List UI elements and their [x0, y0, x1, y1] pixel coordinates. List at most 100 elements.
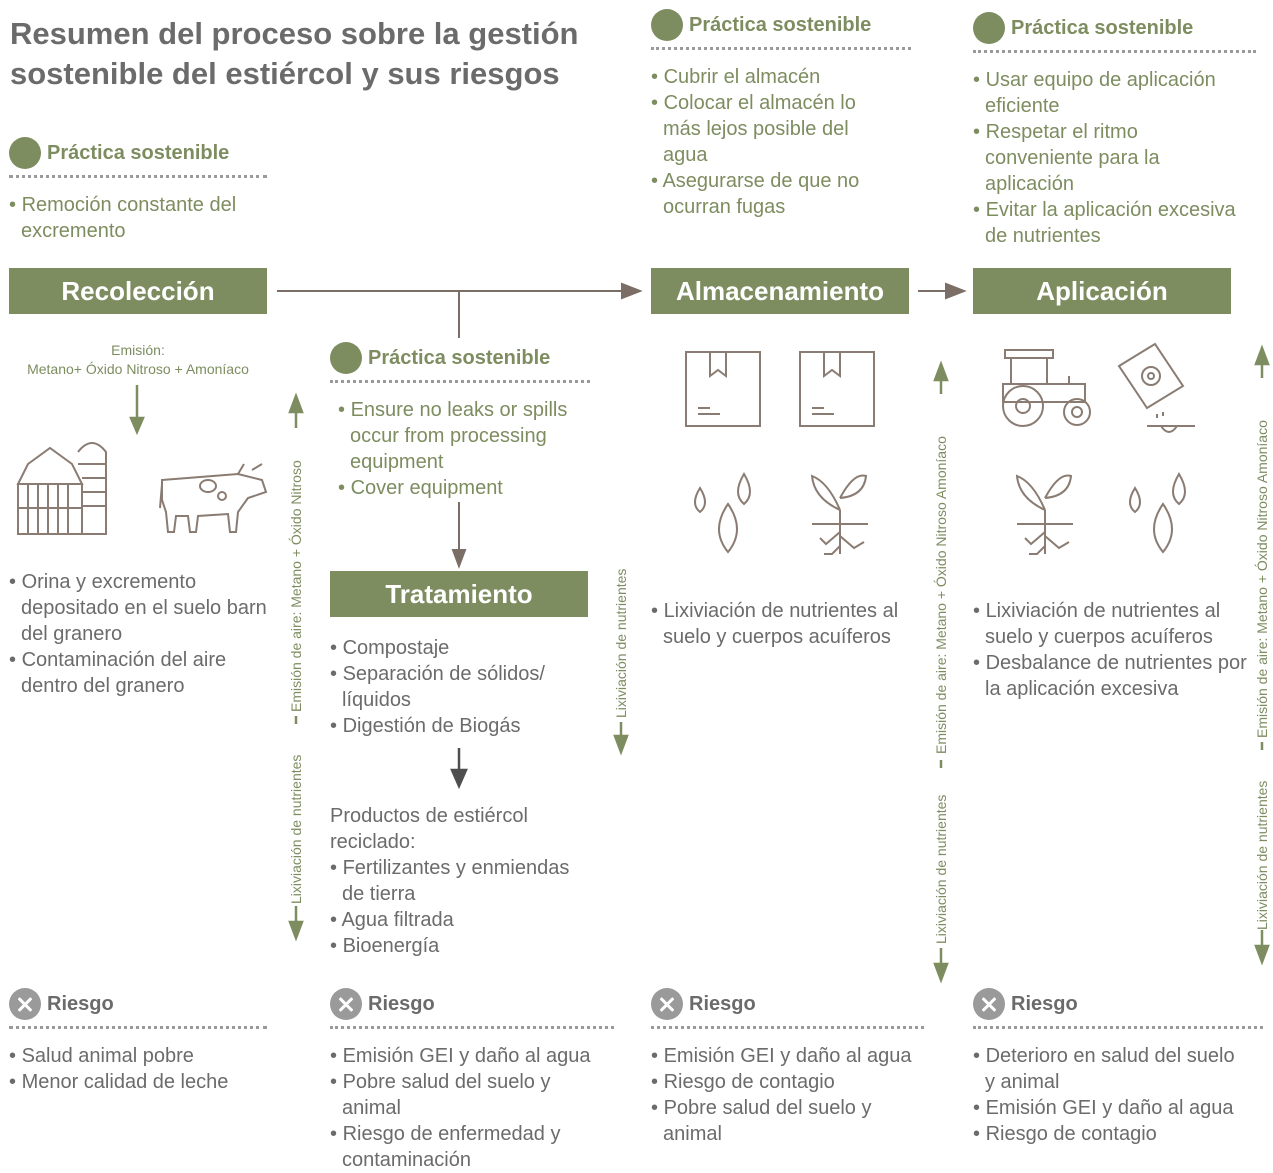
aplicacion-icons	[1002, 342, 1195, 555]
products-heading: Productos de estiércol reciclado:	[330, 805, 528, 853]
practice-item: Asegurarse de que no ocurran fugas	[651, 168, 871, 220]
divider	[330, 380, 590, 383]
leaf-dot-icon	[330, 342, 362, 374]
cow-icon	[159, 463, 268, 533]
page-title: Resumen del proceso sobre la gestión sos…	[10, 16, 579, 91]
side-label-leach: Lixiviación de nutrientes	[288, 754, 304, 904]
divider	[973, 1026, 1263, 1029]
risk-list: Deterioro en salud del suelo y animal Em…	[973, 1043, 1241, 1147]
stage-box-almacenamiento: Almacenamiento	[651, 268, 909, 314]
almacenamiento-icons	[685, 351, 875, 555]
risk-tag: Riesgo	[9, 988, 267, 1020]
practice-item: Colocar el almacén lo más lejos posible …	[651, 90, 871, 168]
practice-item: Cubrir el almacén	[651, 64, 871, 90]
risk-item: Riesgo de contagio	[651, 1069, 916, 1095]
method-item: Compostaje	[330, 635, 590, 661]
practice-list: Ensure no leaks or spills occur from pro…	[330, 397, 590, 501]
x-circle-icon	[330, 988, 362, 1020]
emission-note: Emisión: Metano+ Óxido Nitroso + Amoníac…	[0, 341, 276, 379]
storage-box-icon	[799, 351, 875, 427]
method-item: Digestión de Biogás	[330, 713, 590, 739]
side-label-leach: Lixiviación de nutrientes	[613, 568, 629, 718]
practice-tag: Práctica sostenible	[651, 9, 911, 41]
aplicacion-impacts: Lixiviación de nutrientes al suelo y cue…	[973, 598, 1248, 702]
plant-roots-icon	[810, 474, 868, 555]
divider	[9, 175, 267, 178]
practice-item: Ensure no leaks or spills occur from pro…	[338, 397, 590, 475]
aplicacion-practice-block: Práctica sostenible Usar equipo de aplic…	[973, 12, 1256, 249]
divider	[973, 50, 1256, 53]
storage-box-icon	[685, 351, 761, 427]
water-drops-icon	[1129, 472, 1186, 554]
risk-label: Riesgo	[368, 992, 435, 1015]
product-item: Agua filtrada	[330, 907, 570, 933]
risk-label: Riesgo	[47, 992, 114, 1015]
risk-item: Pobre salud del suelo y animal	[651, 1095, 916, 1147]
recoleccion-icons	[16, 385, 268, 535]
practice-list: Cubrir el almacén Colocar el almacén lo …	[651, 64, 871, 220]
water-drops-icon	[694, 472, 751, 554]
barn-icon	[16, 442, 107, 535]
risk-label: Riesgo	[1011, 992, 1078, 1015]
product-item: Bioenergía	[330, 933, 570, 959]
recoleccion-risk-block: Riesgo Salud animal pobre Menor calidad …	[9, 988, 267, 1095]
divider	[651, 1026, 924, 1029]
practice-label: Práctica sostenible	[368, 346, 551, 369]
side-label-leach: Lixiviación de nutrientes	[933, 794, 949, 944]
side-label-air: Emisión de aire: Metano + Óxido Nitroso	[288, 460, 304, 712]
practice-list: Usar equipo de aplicación eficiente Resp…	[973, 67, 1248, 249]
tratamiento-practice-block: Práctica sostenible Ensure no leaks or s…	[330, 342, 590, 501]
almacenamiento-impacts: Lixiviación de nutrientes al suelo y cue…	[651, 598, 916, 650]
recoleccion-practice-block: Práctica sostenible Remoción constante d…	[9, 137, 267, 244]
risk-item: Pobre salud del suelo y animal	[330, 1069, 600, 1121]
arrowhead	[451, 549, 467, 569]
divider	[651, 47, 911, 50]
risk-list: Emisión GEI y daño al agua Riesgo de con…	[651, 1043, 916, 1147]
plant-roots-icon	[1015, 474, 1073, 555]
x-circle-icon	[973, 988, 1005, 1020]
risk-tag: Riesgo	[330, 988, 614, 1020]
practice-list: Remoción constante del excremento	[9, 192, 267, 244]
aplicacion-risk-block: Riesgo Deterioro en salud del suelo y an…	[973, 988, 1263, 1147]
arrowhead	[945, 282, 967, 300]
risk-item: Menor calidad de leche	[9, 1069, 267, 1095]
arrowhead	[450, 768, 468, 790]
impact-item: Desbalance de nutrientes por la aplicaci…	[973, 650, 1248, 702]
almacenamiento-risk-block: Riesgo Emisión GEI y daño al agua Riesgo…	[651, 988, 924, 1147]
impact-item: Contaminación del aire dentro del graner…	[9, 647, 267, 699]
practice-item: Cover equipment	[338, 475, 590, 501]
practice-label: Práctica sostenible	[1011, 16, 1194, 39]
emission-text: Metano+ Óxido Nitroso + Amoníaco	[27, 361, 249, 377]
divider	[9, 1026, 267, 1029]
x-circle-icon	[9, 988, 41, 1020]
practice-item: Evitar la aplicación excesiva de nutrien…	[973, 197, 1248, 249]
risk-item: Salud animal pobre	[9, 1043, 267, 1069]
products-list: Fertilizantes y enmiendas de tierra Agua…	[330, 855, 570, 959]
stage-box-recoleccion: Recolección	[9, 268, 267, 314]
practice-label: Práctica sostenible	[689, 13, 872, 36]
risk-tag: Riesgo	[973, 988, 1263, 1020]
tratamiento-risk-block: Riesgo Emisión GEI y daño al agua Pobre …	[330, 988, 614, 1173]
method-item: Separación de sólidos/ líquidos	[330, 661, 590, 713]
risk-label: Riesgo	[689, 992, 756, 1015]
almacenamiento-practice-block: Práctica sostenible Cubrir el almacén Co…	[651, 9, 911, 220]
risk-item: Riesgo de enfermedad y contaminación	[330, 1121, 600, 1173]
practice-tag: Práctica sostenible	[973, 12, 1256, 44]
side-label-air: Emisión de aire: Metano + Óxido Nitroso …	[1254, 420, 1270, 738]
tratamiento-methods: Compostaje Separación de sólidos/ líquid…	[330, 635, 590, 739]
risk-item: Riesgo de contagio	[973, 1121, 1241, 1147]
side-label-air: Emisión de aire: Metano + Óxido Nitroso …	[933, 436, 949, 754]
practice-item: Usar equipo de aplicación eficiente	[973, 67, 1248, 119]
x-circle-icon	[651, 988, 683, 1020]
practice-item: Respetar el ritmo conveniente para la ap…	[973, 119, 1248, 197]
practice-item: Remoción constante del excremento	[9, 192, 267, 244]
stage-box-tratamiento: Tratamiento	[330, 571, 588, 617]
practice-tag: Práctica sostenible	[330, 342, 590, 374]
emission-label: Emisión:	[111, 342, 165, 358]
impact-item: Orina y excremento depositado en el suel…	[9, 569, 267, 647]
risk-item: Deterioro en salud del suelo y animal	[973, 1043, 1241, 1095]
arrowhead	[621, 282, 643, 300]
leaf-dot-icon	[9, 137, 41, 169]
stage-box-aplicacion: Aplicación	[973, 268, 1231, 314]
